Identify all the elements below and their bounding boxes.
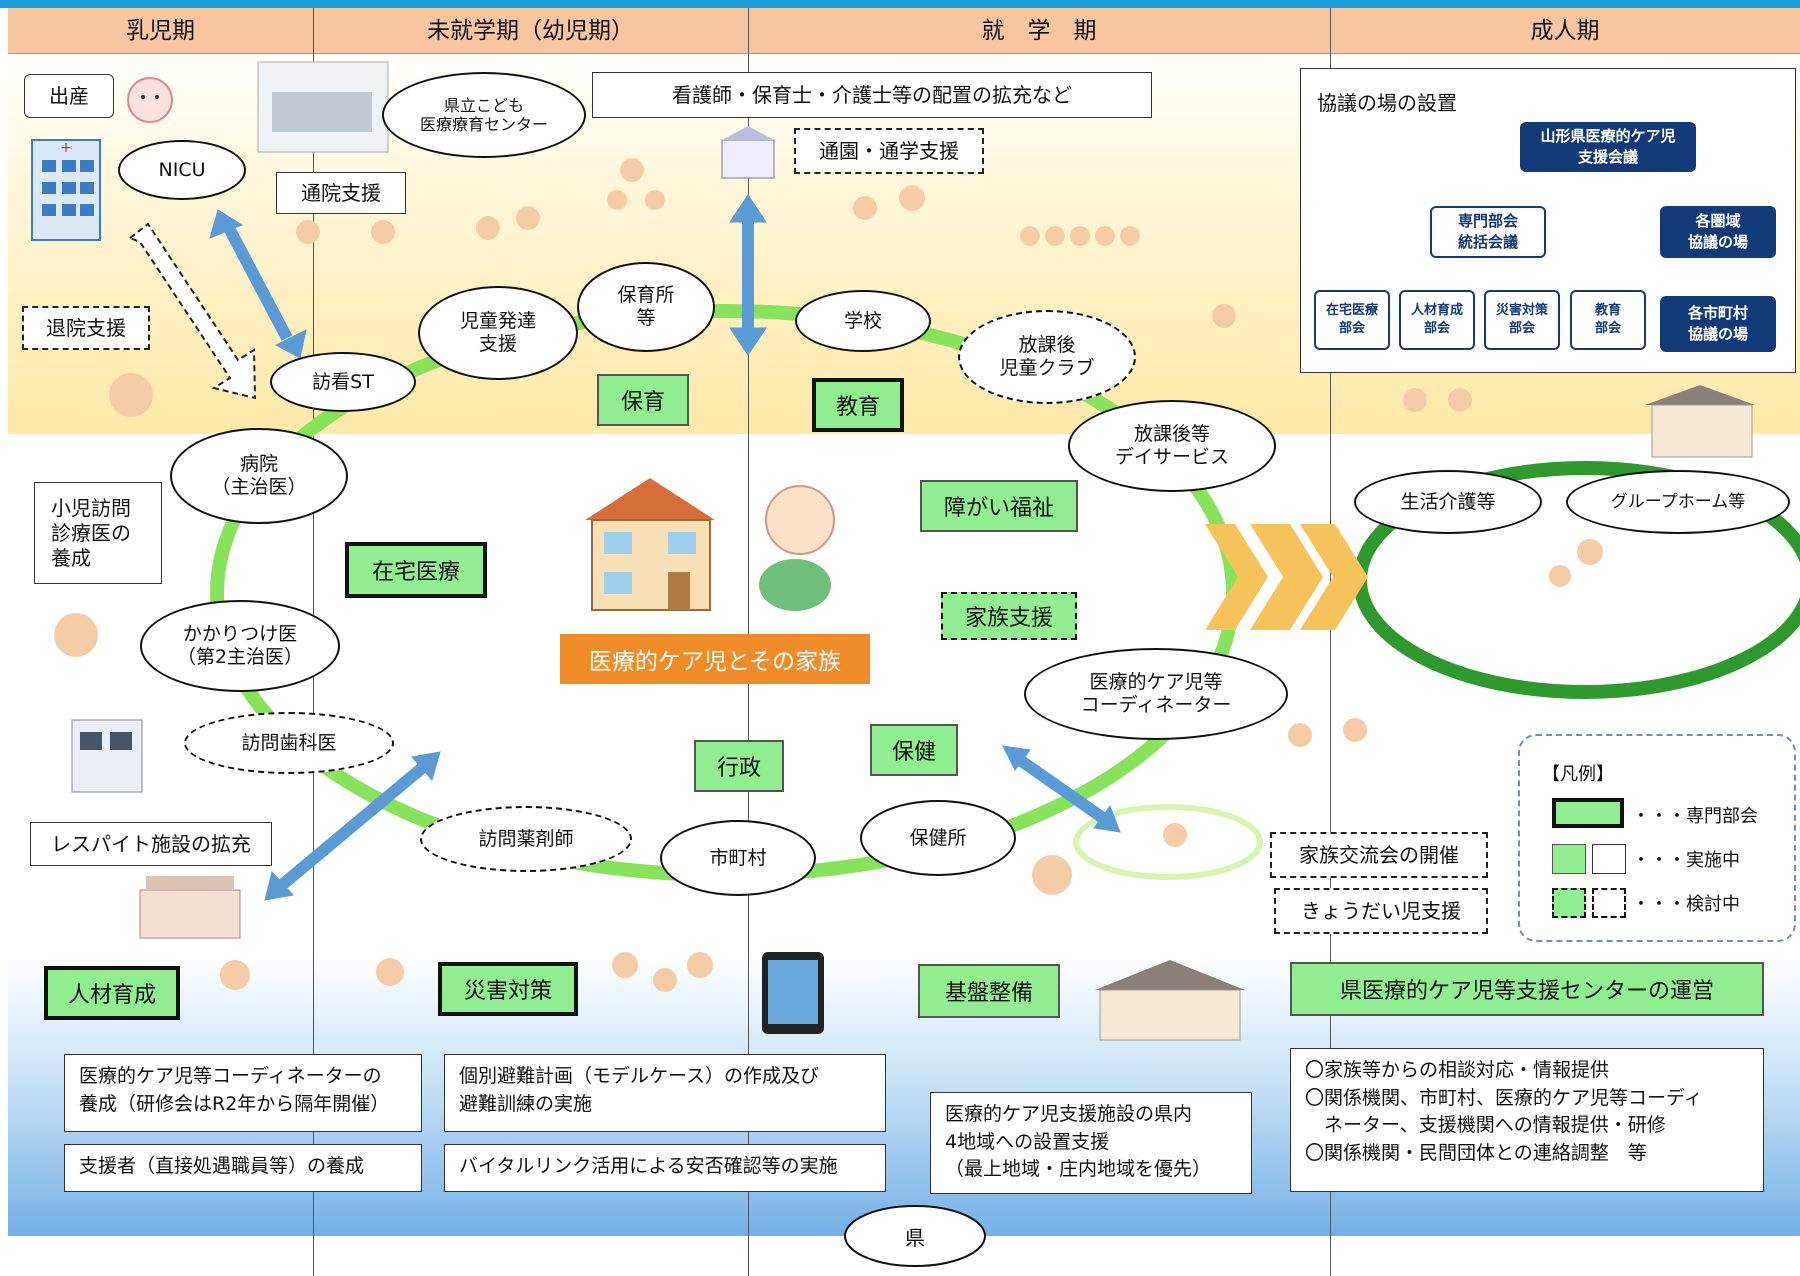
child-development-node: 児童発達 支援 <box>418 286 578 380</box>
school-node: 学校 <box>795 290 931 352</box>
domain-infrastructure: 基盤整備 <box>918 964 1060 1018</box>
visiting-nurse-node: 訪看ST <box>270 352 416 412</box>
council-regional: 各圏域 協議の場 <box>1660 206 1776 258</box>
council-municipal: 各市町村 協議の場 <box>1660 296 1776 352</box>
council-main: 山形県医療的ケア児 支援会議 <box>1520 122 1696 172</box>
svg-text:+: + <box>60 140 72 156</box>
center-family-label: 医療的ケア児とその家族 <box>560 634 870 684</box>
header-infancy: 乳児期 <box>126 18 195 44</box>
legend-active-label: ・・・実施中 <box>1632 850 1740 871</box>
disaster-item-2: バイタルリンク活用による安否確認等の実施 <box>444 1144 886 1192</box>
domain-health: 保健 <box>870 724 958 776</box>
family-doctor-node: かかりつけ医 （第2主治医） <box>140 600 340 692</box>
top-accent-bar <box>0 0 1800 8</box>
school-illustration <box>721 126 775 179</box>
domain-disaster: 災害対策 <box>438 962 578 1016</box>
header-adult: 成人期 <box>1530 18 1600 44</box>
outpatient-support-label: 通院支援 <box>276 172 406 214</box>
commute-support-label: 通園・通学支援 <box>794 128 984 174</box>
center-building-photo <box>257 61 389 153</box>
clinic-illustration <box>71 719 143 793</box>
domain-hr: 人材育成 <box>44 966 180 1020</box>
legend-expert-label: ・・・専門部会 <box>1632 806 1758 827</box>
prefecture-oval <box>844 1205 986 1267</box>
city-node: 市町村 <box>660 820 816 896</box>
council-title: 協議の場の設置 <box>1317 91 1457 115</box>
stage-header: 乳児期 未就学期（幼児期） 就 学 期 成人期 <box>8 8 1800 54</box>
domain-education: 教育 <box>812 378 904 432</box>
small-ring <box>1073 804 1263 880</box>
blue-arrows <box>209 194 1121 901</box>
column-divider <box>1330 8 1331 1276</box>
support-center-item-2: 〇関係機関、市町村、医療的ケア児等コーディ ネーター、支援機関への情報提供・研修 <box>1305 1086 1703 1137</box>
sibling-support-label: きょうだい児支援 <box>1274 888 1488 934</box>
council-expert-head: 専門部会 統括会議 <box>1430 206 1546 258</box>
disaster-item-1: 個別避難計画（モデルケース）の作成及び 避難訓練の実施 <box>444 1054 886 1132</box>
legend-planned-swatch-white <box>1592 888 1626 918</box>
council-hr: 人材育成 部会 <box>1399 290 1475 350</box>
baby-illustration <box>127 77 173 123</box>
support-center-title: 県医療的ケア児等支援センターの運営 <box>1290 962 1764 1016</box>
council-home-medical: 在宅医療 部会 <box>1314 290 1390 350</box>
facility-illustration <box>1095 960 1245 1041</box>
dental-node: 訪問歯科医 <box>184 712 394 774</box>
hr-item-2: 支援者（直接処遇職員等）の養成 <box>64 1144 422 1192</box>
staff-expansion-label: 看護師・保育士・介護士等の配置の拡充など <box>592 72 1152 118</box>
group-home-illustration <box>1645 385 1755 458</box>
support-center-item-3: 〇関係機関・民間団体との連絡調整 等 <box>1305 1141 1647 1164</box>
domain-family-support: 家族支援 <box>941 592 1077 640</box>
birth-label: 出産 <box>24 74 114 118</box>
council-disaster: 災害対策 部会 <box>1484 290 1560 350</box>
pediatric-doctor-label: 小児訪問 診療医の 養成 <box>34 482 162 584</box>
prefecture-center-node: 県立こども 医療療育センター <box>382 72 586 158</box>
group-home-node: グループホーム等 <box>1566 470 1790 534</box>
legend-active-swatch-white <box>1592 844 1626 874</box>
tablet-illustration <box>762 952 824 1034</box>
discharge-arrow <box>128 222 257 400</box>
child-with-tube-illustration <box>759 485 835 611</box>
coordinator-node: 医療的ケア児等 コーディネーター <box>1024 648 1288 740</box>
nicu-node: NICU <box>118 140 246 200</box>
hr-item-1: 医療的ケア児等コーディネーターの 養成（研修会はR2年から隔年開催） <box>64 1054 422 1132</box>
header-preschool: 未就学期（幼児期） <box>427 18 634 44</box>
legend-expert-swatch <box>1552 798 1624 828</box>
respite-building-illustration <box>139 876 241 939</box>
respite-label: レスパイト施設の拡充 <box>30 822 272 866</box>
family-exchange-label: 家族交流会の開催 <box>1270 832 1488 878</box>
infrastructure-item-1: 医療的ケア児支援施設の県内 4地域への設置支援 （最上地域・庄内地域を優先） <box>930 1092 1252 1194</box>
legend-title: 【凡例】 <box>1542 764 1614 785</box>
after-school-day-node: 放課後等 デイサービス <box>1068 400 1276 492</box>
transition-chevrons <box>1205 524 1368 630</box>
domain-welfare: 障がい福祉 <box>920 480 1078 532</box>
council-education: 教育 部会 <box>1570 290 1646 350</box>
legend-active-swatch-green <box>1552 844 1586 874</box>
domain-childcare: 保育 <box>597 374 689 426</box>
people-illustrations <box>54 130 1603 992</box>
legend-panel: 【凡例】 ・・・専門部会 ・・・実施中 ・・・検討中 <box>1518 734 1796 942</box>
discharge-support-label: 退院支援 <box>22 306 150 350</box>
prefecture-label: 県 <box>905 1225 925 1250</box>
house-illustration <box>585 478 715 611</box>
header-school: 就 学 期 <box>981 18 1097 44</box>
health-center-node: 保健所 <box>860 800 1016 876</box>
legend-planned-label: ・・・検討中 <box>1632 894 1740 915</box>
legend-planned-swatch-green <box>1552 888 1586 918</box>
domain-administration: 行政 <box>694 740 784 792</box>
pharmacist-node: 訪問薬剤師 <box>420 806 632 872</box>
hospital-node: 病院 （主治医） <box>170 428 348 524</box>
support-center-list: 〇家族等からの相談対応・情報提供 〇関係機関、市町村、医療的ケア児等コーディ ネ… <box>1290 1048 1764 1192</box>
support-center-item-1: 〇家族等からの相談対応・情報提供 <box>1305 1059 1610 1081</box>
nursery-node: 保育所 等 <box>577 262 715 352</box>
living-care-node: 生活介護等 <box>1354 470 1542 534</box>
after-school-club-node: 放課後 児童クラブ <box>958 310 1136 404</box>
domain-home-medical: 在宅医療 <box>345 542 487 598</box>
hospital-illustration: + <box>31 139 101 241</box>
